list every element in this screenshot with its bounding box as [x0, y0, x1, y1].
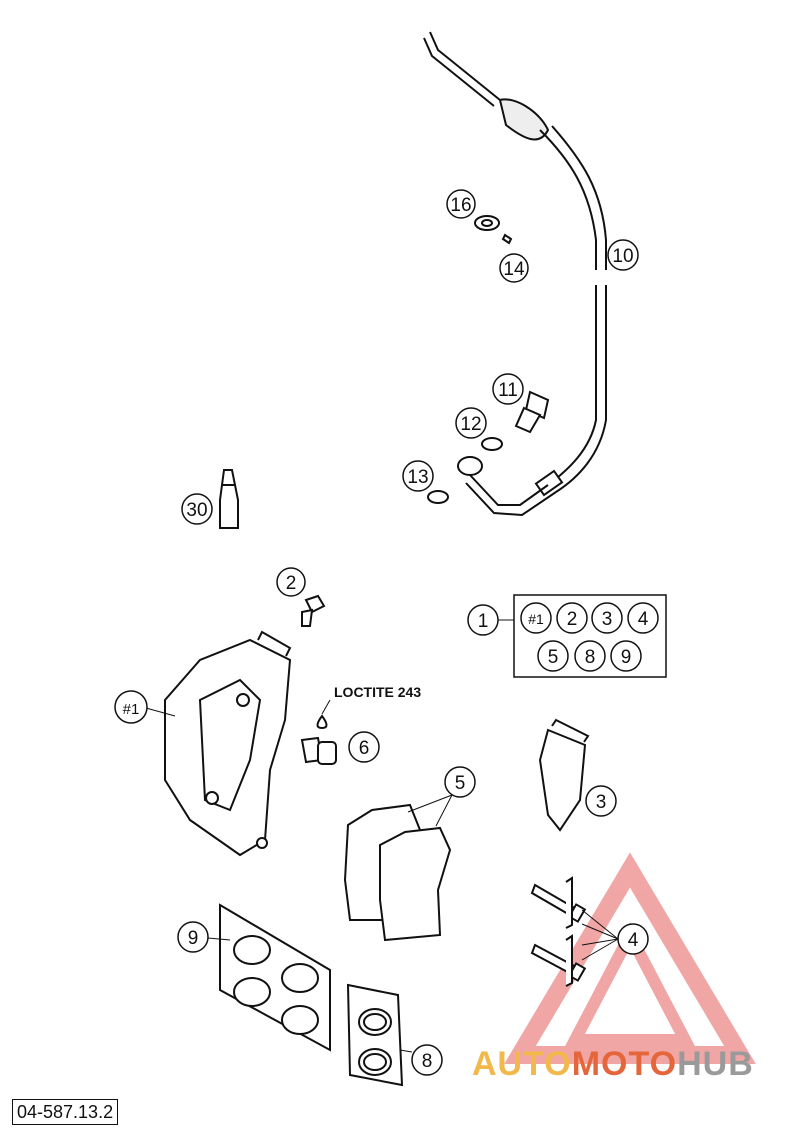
pistons-9	[219, 903, 331, 1052]
watermark-wordmark: AUTOMOTOHUB	[472, 1045, 754, 1083]
svg-text:2: 2	[567, 609, 578, 630]
loctite-label: LOCTITE 243	[334, 684, 421, 700]
svg-text:10: 10	[612, 246, 633, 267]
svg-text:1: 1	[478, 611, 489, 632]
kit-box-contents: #1 2 3 4 5 8 9	[520, 602, 659, 672]
watermark-hub: HUB	[677, 1045, 754, 1083]
callout-6: 6	[348, 731, 380, 763]
callout-10: 10	[607, 239, 639, 271]
watermark-logo	[504, 852, 756, 1064]
leader-lines	[145, 619, 619, 1053]
svg-text:30: 30	[186, 500, 207, 521]
svg-text:11: 11	[498, 380, 518, 401]
svg-text:6: 6	[359, 738, 370, 759]
callout-2: 2	[276, 567, 306, 597]
svg-text:16: 16	[450, 195, 471, 216]
svg-text:4: 4	[638, 609, 649, 630]
svg-text:5: 5	[455, 773, 466, 794]
svg-text:8: 8	[585, 647, 596, 668]
svg-text:3: 3	[596, 792, 607, 813]
svg-text:5: 5	[548, 647, 559, 668]
svg-text:#1: #1	[123, 701, 140, 718]
svg-text:3: 3	[602, 609, 613, 630]
banjo-bolt-11	[514, 390, 550, 434]
screw-6	[300, 714, 337, 765]
callout-1: 1	[467, 604, 499, 636]
callout-3: 3	[585, 785, 617, 817]
callout-8: 8	[411, 1044, 443, 1076]
callout-5: 5	[444, 766, 476, 798]
callout-16: 16	[446, 189, 476, 219]
svg-text:8: 8	[422, 1051, 433, 1072]
watermark-moto: MOTO	[572, 1045, 677, 1083]
washer-12	[481, 437, 503, 451]
svg-text:4: 4	[628, 930, 639, 951]
part-number: 04-587.13.2	[12, 1099, 119, 1125]
bleed-screw-2	[301, 594, 326, 627]
callout-14: 14	[499, 253, 529, 283]
kit-item: 4	[627, 602, 659, 634]
callout-hash1: #1	[114, 690, 148, 724]
pins-4	[530, 876, 587, 987]
brake-pads-5	[343, 803, 452, 942]
callouts: 16 14 10 11 12 13 30 2 1 #1 6 5 3 4 9 8	[114, 189, 649, 1076]
svg-text:2: 2	[286, 573, 297, 594]
kit-item: 3	[591, 602, 623, 634]
grease-tube-30	[219, 469, 239, 529]
callout-30: 30	[181, 493, 213, 525]
clamp-16	[474, 215, 513, 245]
svg-text:13: 13	[407, 467, 428, 488]
svg-text:#1: #1	[528, 611, 544, 627]
callout-12: 12	[455, 407, 487, 439]
kit-item: 9	[610, 640, 642, 672]
svg-text:9: 9	[188, 928, 199, 949]
kit-item: #1	[520, 602, 552, 634]
brake-line	[423, 31, 607, 517]
callout-4: 4	[617, 923, 649, 955]
washer-13	[427, 490, 449, 504]
kit-item: 5	[537, 640, 569, 672]
callout-13: 13	[402, 460, 434, 492]
svg-text:9: 9	[621, 647, 632, 668]
kit-item: 8	[574, 640, 606, 672]
watermark-auto: AUTO	[472, 1045, 572, 1083]
seal-kit-8	[346, 983, 404, 1087]
callout-11: 11	[492, 373, 524, 405]
callout-9: 9	[177, 921, 209, 953]
brake-caliper	[164, 630, 292, 857]
kit-item: 2	[556, 602, 588, 634]
svg-text:14: 14	[503, 259, 525, 280]
spring-plate-3	[538, 718, 590, 832]
svg-text:12: 12	[460, 414, 481, 435]
